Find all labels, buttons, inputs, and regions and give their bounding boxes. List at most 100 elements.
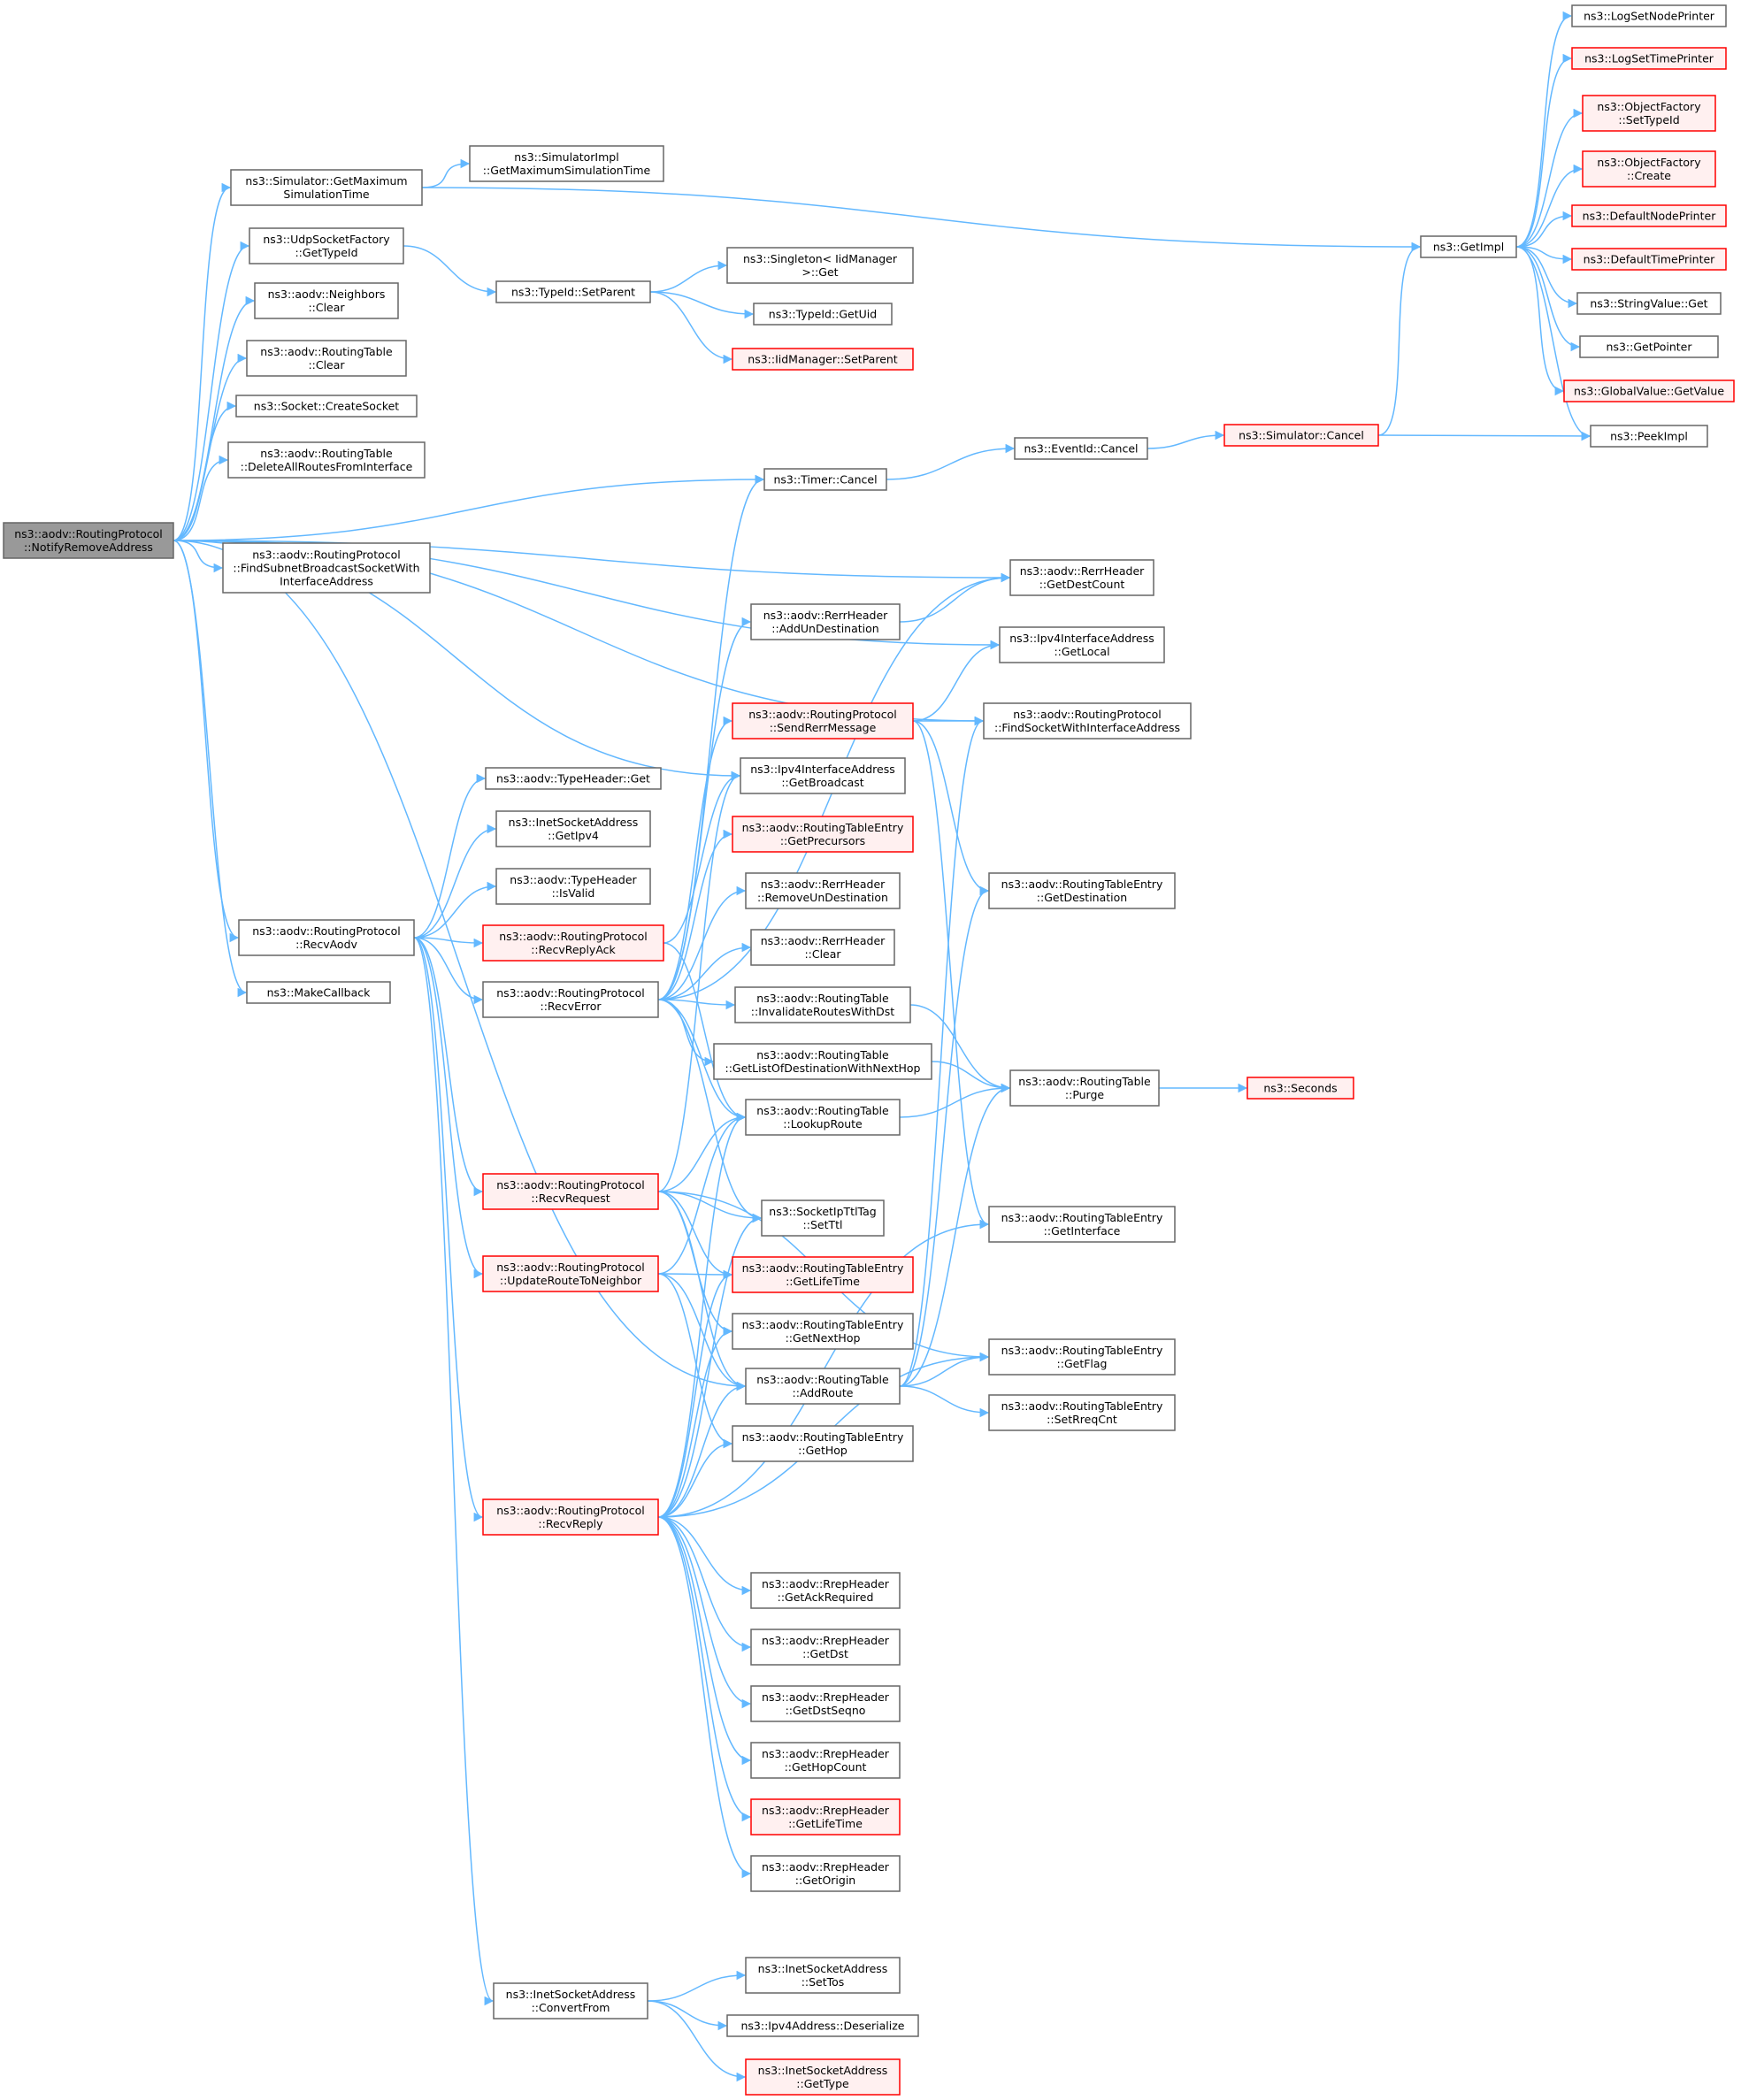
node-rrep_getorigin[interactable]: ns3::aodv::RrepHeader::GetOrigin xyxy=(750,1855,901,1892)
node-rte_getlifetime[interactable]: ns3::aodv::RoutingTableEntry::GetLifeTim… xyxy=(732,1256,914,1293)
node-label: ns3::aodv::RoutingProtocol xyxy=(748,708,897,721)
node-timer_cancel[interactable]: ns3::Timer::Cancel xyxy=(763,468,887,491)
node-neighbors_clear[interactable]: ns3::aodv::Neighbors::Clear xyxy=(254,282,399,319)
node-box xyxy=(750,1855,901,1892)
node-stringvalue_get[interactable]: ns3::StringValue::Get xyxy=(1576,292,1722,315)
node-sim_getmax[interactable]: ns3::Simulator::GetMaximumSimulationTime xyxy=(230,169,423,206)
node-sockttl_setttl[interactable]: ns3::SocketIpTtlTag::SetTtl xyxy=(761,1199,885,1237)
node-rrep_getlifetime[interactable]: ns3::aodv::RrepHeader::GetLifeTime xyxy=(750,1798,901,1836)
node-rrep_getackreq[interactable]: ns3::aodv::RrepHeader::GetAckRequired xyxy=(750,1572,901,1609)
node-rp_findsubnet[interactable]: ns3::aodv::RoutingProtocol::FindSubnetBr… xyxy=(222,542,431,594)
node-box xyxy=(3,522,174,559)
node-box xyxy=(469,145,664,182)
node-label: ns3::SocketIpTtlTag xyxy=(769,1205,876,1218)
node-rtable_lookup[interactable]: ns3::aodv::RoutingTable::LookupRoute xyxy=(745,1099,901,1136)
node-rte_getdest[interactable]: ns3::aodv::RoutingTableEntry::GetDestina… xyxy=(988,872,1176,909)
node-rrep_getdst[interactable]: ns3::aodv::RrepHeader::GetDst xyxy=(750,1629,901,1666)
node-rtable_invalidate[interactable]: ns3::aodv::RoutingTable::InvalidateRoute… xyxy=(734,986,911,1023)
node-rp_recverror[interactable]: ns3::aodv::RoutingProtocol::RecvError xyxy=(482,981,659,1018)
edge-rtable_addroute-to-rp_findsocket xyxy=(899,716,985,1387)
node-ipv4if_getlocal[interactable]: ns3::Ipv4InterfaceAddress::GetLocal xyxy=(999,626,1165,663)
node-box xyxy=(1582,150,1716,188)
node-inetsock_getipv4[interactable]: ns3::InetSocketAddress::GetIpv4 xyxy=(495,810,651,847)
node-typeheader_get[interactable]: ns3::aodv::TypeHeader::Get xyxy=(485,767,662,790)
node-rp_sendrerr[interactable]: ns3::aodv::RoutingProtocol::SendRerrMess… xyxy=(732,702,914,740)
node-label: ns3::aodv::RoutingTableEntry xyxy=(1001,1344,1163,1357)
node-label: ns3::Ipv4Address::Deserialize xyxy=(741,2020,905,2033)
node-rte_setrreqcnt[interactable]: ns3::aodv::RoutingTableEntry::SetRreqCnt xyxy=(988,1394,1176,1431)
node-rtable_getlist[interactable]: ns3::aodv::RoutingTable::GetListOfDestin… xyxy=(713,1043,932,1080)
node-inetsock_settos[interactable]: ns3::InetSocketAddress::SetTos xyxy=(745,1957,901,1994)
edge-rp_recvaodv-to-rp_updateroute xyxy=(413,937,484,1279)
node-socket_create[interactable]: ns3::Socket::CreateSocket xyxy=(235,395,418,418)
node-getpointer[interactable]: ns3::GetPointer xyxy=(1579,335,1719,358)
node-rp_recvreplyack[interactable]: ns3::aodv::RoutingProtocol::RecvReplyAck xyxy=(482,924,664,962)
node-rtable_deleteall[interactable]: ns3::aodv::RoutingTable::DeleteAllRoutes… xyxy=(227,441,426,479)
node-rp_recvaodv[interactable]: ns3::aodv::RoutingProtocol::RecvAodv xyxy=(238,919,415,956)
node-rte_getprecursors[interactable]: ns3::aodv::RoutingTableEntry::GetPrecurs… xyxy=(732,816,914,853)
node-rp_recvreply[interactable]: ns3::aodv::RoutingProtocol::RecvReply xyxy=(482,1498,659,1536)
node-rp_findsocket[interactable]: ns3::aodv::RoutingProtocol::FindSocketWi… xyxy=(983,702,1192,740)
edge-rtable_getlist-to-rtable_purge xyxy=(931,1061,1011,1093)
edge-rp_recverror-to-rp_sendrerr xyxy=(657,716,733,1000)
node-sim_cancel[interactable]: ns3::Simulator::Cancel xyxy=(1223,424,1379,447)
node-box xyxy=(1571,204,1727,227)
node-globalvalue_getvalue[interactable]: ns3::GlobalValue::GetValue xyxy=(1563,379,1735,402)
node-rp_updateroute[interactable]: ns3::aodv::RoutingProtocol::UpdateRouteT… xyxy=(482,1255,659,1292)
edge-rp_recvaodv-to-typeheader_get xyxy=(413,773,487,939)
edge-root-to-udp_gettypeid xyxy=(173,241,250,541)
node-typeid_getuid[interactable]: ns3::TypeId::GetUid xyxy=(753,303,893,326)
node-singleton_get[interactable]: ns3::Singleton< IidManager>::Get xyxy=(726,247,914,284)
node-label: ns3::aodv::TypeHeader xyxy=(510,873,637,886)
edge-rp_recvreply-to-sockttl_setttl xyxy=(657,1213,763,1518)
node-inetsock_gettype[interactable]: ns3::InetSocketAddress::GetType xyxy=(745,2058,901,2096)
node-rp_recvrequest[interactable]: ns3::aodv::RoutingProtocol::RecvRequest xyxy=(482,1173,659,1210)
node-typeheader_isvalid[interactable]: ns3::aodv::TypeHeader::IsValid xyxy=(495,868,651,905)
node-label: ns3::Simulator::Cancel xyxy=(1239,429,1364,442)
node-getimpl[interactable]: ns3::GetImpl xyxy=(1420,235,1517,258)
node-defnode[interactable]: ns3::DefaultNodePrinter xyxy=(1571,204,1727,227)
node-rrep_getdstseqno[interactable]: ns3::aodv::RrepHeader::GetDstSeqno xyxy=(750,1685,901,1722)
node-iid_setparent[interactable]: ns3::IidManager::SetParent xyxy=(732,348,914,371)
node-rtable_clear[interactable]: ns3::aodv::RoutingTable::Clear xyxy=(246,340,407,377)
node-rtable_purge[interactable]: ns3::aodv::RoutingTable::Purge xyxy=(1009,1069,1160,1107)
node-eventid_cancel[interactable]: ns3::EventId::Cancel xyxy=(1014,437,1148,460)
node-makecallback[interactable]: ns3::MakeCallback xyxy=(246,981,391,1004)
node-rerr_addun[interactable]: ns3::aodv::RerrHeader::AddUnDestination xyxy=(750,603,901,640)
node-rte_getinterface[interactable]: ns3::aodv::RoutingTableEntry::GetInterfa… xyxy=(988,1206,1176,1243)
node-ipv4addr_deserialize[interactable]: ns3::Ipv4Address::Deserialize xyxy=(726,2014,919,2037)
node-rerr_removeun[interactable]: ns3::aodv::RerrHeader::RemoveUnDestinati… xyxy=(745,872,901,909)
node-rte_gethop[interactable]: ns3::aodv::RoutingTableEntry::GetHop xyxy=(732,1425,914,1462)
node-typeid_setparent[interactable]: ns3::TypeId::SetParent xyxy=(495,280,651,303)
node-box xyxy=(988,1206,1176,1243)
node-rrep_gethopcount[interactable]: ns3::aodv::RrepHeader::GetHopCount xyxy=(750,1742,901,1779)
edge-root-to-socket_create xyxy=(173,401,237,541)
node-box xyxy=(750,1798,901,1836)
node-inetsock_convertfrom[interactable]: ns3::InetSocketAddress::ConvertFrom xyxy=(493,1982,648,2020)
node-peekimpl[interactable]: ns3::PeekImpl xyxy=(1590,425,1708,448)
node-rtable_addroute[interactable]: ns3::aodv::RoutingTable::AddRoute xyxy=(745,1368,901,1405)
node-rerr_clear[interactable]: ns3::aodv::RerrHeader::Clear xyxy=(750,929,895,966)
node-seconds[interactable]: ns3::Seconds xyxy=(1246,1077,1354,1100)
node-box xyxy=(761,1199,885,1237)
node-simimpl_getmax[interactable]: ns3::SimulatorImpl::GetMaximumSimulation… xyxy=(469,145,664,182)
node-root[interactable]: ns3::aodv::RoutingProtocol::NotifyRemove… xyxy=(3,522,174,559)
node-deftime[interactable]: ns3::DefaultTimePrinter xyxy=(1571,248,1727,271)
edge-getimpl-to-of_create xyxy=(1515,164,1584,248)
node-rte_getnexthop[interactable]: ns3::aodv::RoutingTableEntry::GetNextHop xyxy=(732,1313,914,1350)
node-label: ::FindSubnetBroadcastSocketWith xyxy=(233,562,419,575)
edge-rp_recvaodv-to-inetsock_getipv4 xyxy=(413,824,497,939)
node-of_create[interactable]: ns3::ObjectFactory::Create xyxy=(1582,150,1716,188)
node-logsettime[interactable]: ns3::LogSetTimePrinter xyxy=(1571,47,1727,70)
node-of_settypeid[interactable]: ns3::ObjectFactory::SetTypeId xyxy=(1582,95,1716,132)
node-label: ::RecvAodv xyxy=(295,938,357,951)
node-udp_gettypeid[interactable]: ns3::UdpSocketFactory::GetTypeId xyxy=(249,227,404,264)
node-logsetnode[interactable]: ns3::LogSetNodePrinter xyxy=(1571,4,1727,27)
node-box xyxy=(745,1368,901,1405)
node-ipv4if_getbcast[interactable]: ns3::Ipv4InterfaceAddress::GetBroadcast xyxy=(740,757,906,794)
node-rerr_getdestcount[interactable]: ns3::aodv::RerrHeader::GetDestCount xyxy=(1009,559,1154,596)
node-rte_getflag[interactable]: ns3::aodv::RoutingTableEntry::GetFlag xyxy=(988,1338,1176,1376)
node-box xyxy=(750,1685,901,1722)
node-label: ::LookupRoute xyxy=(783,1117,863,1130)
node-label: ns3::aodv::RoutingTable xyxy=(756,1104,889,1117)
